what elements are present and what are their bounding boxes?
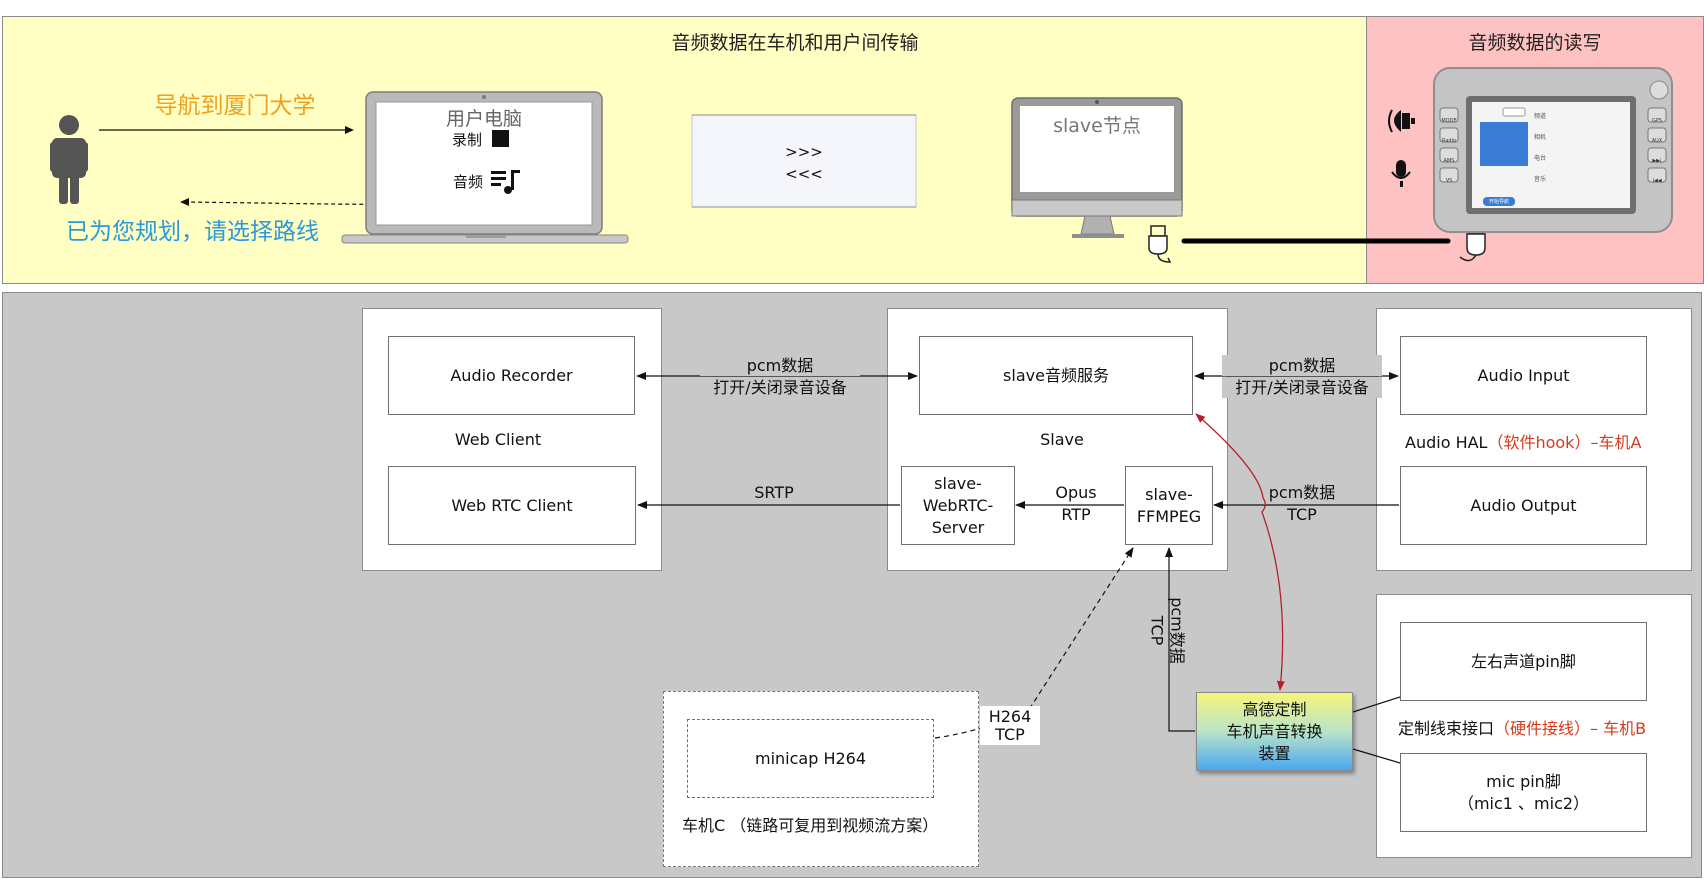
audio-input-node: Audio Input	[1400, 336, 1647, 415]
playlist-music-icon	[491, 170, 520, 194]
head-unit-list: 频道 相机 电台 音乐	[1534, 113, 1547, 183]
laptop-icon	[341, 91, 629, 244]
edge-converter-ffmpeg	[1165, 547, 1195, 732]
voice-reply-text: 已为您规划，请选择路线	[66, 219, 319, 245]
edge-label-out-tcp: TCP	[1287, 505, 1317, 524]
slave-caption: Slave	[1040, 430, 1084, 449]
io-title: 音频数据的读写	[1468, 32, 1602, 54]
minicap-h264-node: minicap H264	[687, 719, 934, 798]
microphone-icon	[1391, 160, 1411, 187]
slave-webrtc-server-node: slave-WebRTC-Server	[901, 466, 1015, 545]
audio-output-node: Audio Output	[1400, 466, 1647, 545]
laptop-record-label: 录制	[452, 131, 483, 149]
edge-converter-lr-pin	[1352, 696, 1401, 713]
usb-plug-left-icon	[1148, 225, 1172, 263]
lr-channel-pin-node: 左右声道pin脚	[1400, 622, 1647, 701]
edge-label-h264: H264	[980, 706, 1040, 727]
monitor-icon	[1011, 97, 1183, 238]
transfer-forward: >>>	[785, 143, 823, 161]
voice-command-text: 导航到厦门大学	[154, 93, 316, 119]
speaker-icon	[1388, 109, 1415, 133]
record-stop-icon	[492, 130, 509, 147]
transfer-box-text: >>> <<<	[692, 141, 916, 185]
slave-audio-service-node: slave音频服务	[919, 336, 1193, 415]
head-unit-left-buttons: MODE Radio AMS VS	[1441, 118, 1457, 184]
head-unit-device	[1433, 67, 1673, 233]
audio-recorder-node: Audio Recorder	[388, 336, 635, 415]
edge-label-rec-ctrl: 打开/关闭录音设备	[700, 377, 860, 398]
transfer-back: <<<	[785, 165, 823, 183]
monitor-title: slave节点	[1053, 115, 1141, 137]
web-client-caption: Web Client	[454, 430, 542, 449]
head-unit-nav-button: 开始导航	[1488, 199, 1509, 205]
edge-label-rec-pcm: pcm数据	[700, 355, 860, 376]
audio-converter-device: 高德定制 车机声音转换 装置	[1196, 692, 1353, 771]
mic-pin-node: mic pin脚 （mic1 、mic2）	[1400, 753, 1647, 832]
edge-label-opus: Opus	[1055, 483, 1097, 502]
usb-plug-right-icon	[1459, 223, 1486, 262]
edge-label-h264-tcp: TCP	[980, 724, 1040, 745]
edge-converter-mic-pin	[1352, 748, 1401, 764]
audio-hal-caption: Audio HAL（软件hook）–车机A	[1405, 433, 1642, 452]
edge-label-rtp: RTP	[1061, 505, 1091, 524]
edge-label-vert-tcp: TCP	[1147, 615, 1167, 646]
harness-caption: 定制线束接口（硬件接线）– 车机B	[1398, 719, 1647, 738]
web-rtc-client-node: Web RTC Client	[388, 466, 636, 545]
edge-label-in-pcm: pcm数据	[1222, 355, 1382, 376]
user-figure-icon	[50, 115, 88, 204]
laptop-audio-label: 音频	[453, 173, 484, 191]
edge-label-in-ctrl: 打开/关闭录音设备	[1222, 377, 1382, 398]
edge-label-vert-pcm: pcm数据	[1167, 597, 1187, 664]
head-unit-right-buttons: GPS AUX ▶▶| |◀◀	[1651, 118, 1663, 184]
edge-label-out-pcm: pcm数据	[1268, 483, 1336, 502]
edge-label-srtp: SRTP	[754, 483, 794, 502]
laptop-title: 用户电脑	[445, 108, 522, 130]
edge-converter-service-control	[1195, 413, 1285, 691]
transfer-title: 音频数据在车机和用户间传输	[671, 32, 919, 54]
minicap-caption: 车机C （链路可复用到视频流方案）	[682, 816, 939, 835]
